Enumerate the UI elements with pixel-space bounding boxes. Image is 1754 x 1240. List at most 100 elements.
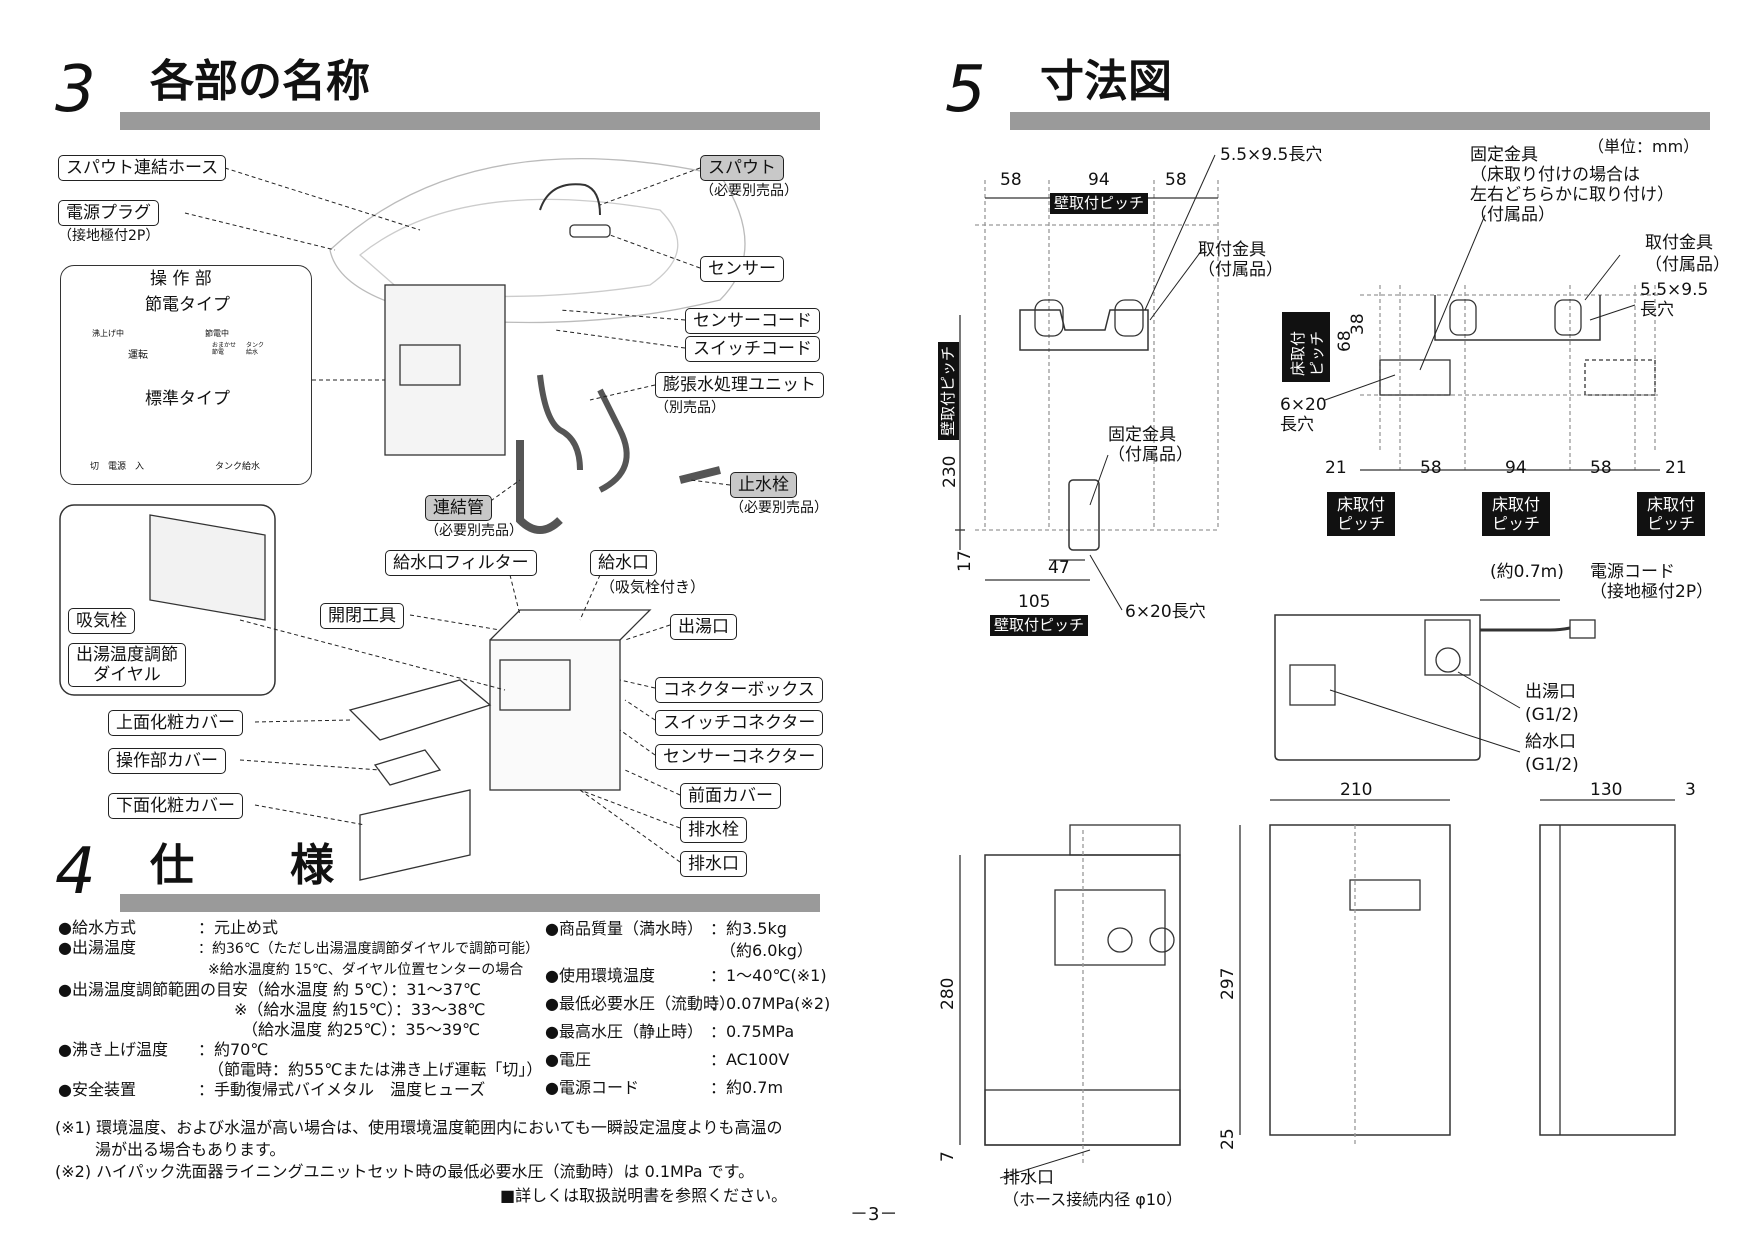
label-top-cover: 上面化粧カバー [108,710,243,736]
spec-row: ※給水温度約 15℃、ダイヤル位置センターの場合 [208,962,524,978]
label-sensor: センサー [700,256,784,282]
dim-7: 7 [938,1151,958,1162]
label-connector-box: コネクターボックス [655,677,823,703]
dim-bracket-included: （付属品） [1198,260,1283,280]
dim-17: 17 [955,550,975,572]
label-expansion-unit: 膨張水処理ユニット [655,372,824,398]
dim-fix-bracket: 固定金具 [1108,425,1176,445]
note-water-inlet: （吸気栓付き） [600,578,706,596]
dim-hole-5x9b-label: 長穴 [1640,300,1674,320]
tag-floor-pitch-v-b: ピッチ [1308,330,1326,376]
spec-row: （節電時：約55℃または沸き上げ運転「切」） [208,1060,543,1079]
label-drain-plug: 排水栓 [680,817,747,843]
spec-row: ●出湯温度：約36℃（ただし出湯温度調節ダイヤルで調節可能） [58,938,540,957]
eco-label-auto: おまかせ節電 [212,342,237,356]
dim-210: 210 [1340,780,1373,800]
dim-hot-outlet-size: (G1/2) [1525,705,1579,725]
eco-label-heating: 沸上げ中 [92,329,124,338]
section-3-number: 3 [55,53,96,127]
label-stop-valve: 止水栓 [730,472,797,498]
page-number: －3－ [850,1204,898,1225]
section-4-title-b: 様 [290,840,334,891]
spec-row: （給水温度 約25℃）：35～39℃ [58,1020,481,1039]
section-5-bar [1010,112,1710,130]
dim-bracket: 取付金具 [1198,240,1266,260]
spec-row: ●最高水圧（静止時）：0.75MPa [545,1022,795,1041]
spec-row: ●給水方式：元止め式 [58,918,279,937]
unit-label: （単位：mm） [1588,137,1700,156]
dim-hole-5x9b: 5.5×9.5 [1640,280,1709,300]
dim-bracket-2-included: （付属品） [1645,255,1730,275]
tag-floor-pitch-v-a: 床取付 [1289,330,1307,376]
dim-cord-length: (約0.7m) [1490,562,1564,582]
label-power-plug: 電源プラグ [58,200,159,226]
dim-47: 47 [1048,558,1070,578]
tag-floor-pitch-vertical: 床取付 ピッチ [1282,312,1330,382]
dim-hole-5x9: 5.5×9.5長穴 [1220,145,1323,165]
dim-94-b: 94 [1505,458,1527,478]
dim-hole-6x20b-label: 長穴 [1280,415,1314,435]
section-5-number: 5 [945,53,986,127]
dim-hole-6x20b: 6×20 [1280,395,1327,415]
std-label-tank: タンク給水 [215,462,261,472]
dim-21-left: 21 [1325,458,1347,478]
footnote-1a: (※1) 環境温度、および水温が高い場合は、使用環境温度範囲内においても一瞬設定… [55,1118,783,1137]
spec-row: ●安全装置：手動復帰式バイメタル 温度ヒューズ [58,1080,486,1099]
label-open-tool: 開閉工具 [320,603,404,629]
dim-58-left: 58 [1000,170,1022,190]
label-intake-plug: 吸気栓 [68,608,135,634]
spec-row: ●電源コード：約0.7m [545,1078,784,1097]
label-temp-dial-line1: 出湯温度調節 [76,645,178,665]
dim-power-cord-note: （接地極付2P） [1590,582,1714,602]
spec-row: ●最低必要水圧（流動時）：0.07MPa(※2) [545,994,831,1013]
spec-list-right: ●商品質量（満水時）：約3.5kg （約6.0kg） ●使用環境温度：1～40℃… [545,918,845,1102]
reference-note: ■詳しくは取扱説明書を参照ください。 [500,1186,788,1205]
dim-21-right: 21 [1665,458,1687,478]
section-3-title: 各部の名称 [150,56,370,107]
eco-label-saving: 節電中 [205,329,229,338]
dim-280: 280 [938,977,958,1010]
fix-note-line3: 左右どちらかに取り付け） [1470,185,1674,205]
eco-label-tank: タンク給水 [246,342,265,356]
op-panel-eco-type: 節電タイプ [145,295,230,315]
label-sensor-cord: センサーコード [685,308,820,334]
footnote-1b: 湯が出る場合もあります。 [95,1140,286,1159]
op-panel-std-type: 標準タイプ [145,389,230,409]
eco-label-run: 運転 [128,350,148,361]
tag-wall-pitch-top: 壁取付ピッチ [1050,193,1149,214]
fix-note-line4: （付属品） [1470,205,1555,225]
dim-bracket-2: 取付金具 [1645,233,1713,253]
spec-row: ●商品質量（満水時）：約3.5kg [545,919,787,938]
label-bottom-cover: 下面化粧カバー [108,793,243,819]
footnote-2: (※2) ハイパック洗面器ライニングユニットセット時の最低必要水圧（流動時）は … [55,1162,755,1181]
section-4-number: 4 [55,835,96,909]
dim-drain: 排水口 [1003,1168,1054,1188]
dim-58-b-left: 58 [1420,458,1442,478]
note-expansion-unit: （別売品） [655,400,725,416]
dim-water-inlet: 給水口 [1525,732,1576,752]
label-op-cover: 操作部カバー [108,748,226,774]
note-spout: （必要別売品） [700,183,798,199]
label-spout-hose: スパウト連結ホース [58,155,227,181]
label-hot-outlet: 出湯口 [670,614,737,640]
dim-105: 105 [1018,592,1051,612]
dim-58-b-right: 58 [1590,458,1612,478]
label-front-cover: 前面カバー [680,783,781,809]
fix-note-title: 固定金具 [1470,145,1538,165]
tag-wall-pitch-bottom: 壁取付ピッチ [990,615,1089,636]
operation-panel-box [60,265,312,485]
label-temp-dial-line2: ダイヤル [93,665,161,685]
note-power-plug: （接地極付2P） [58,228,160,244]
label-water-inlet: 給水口 [590,550,657,576]
dim-230: 230 [940,455,960,488]
dim-power-cord: 電源コード [1590,562,1675,582]
section-4-title-a: 仕 [150,840,194,891]
fix-note-line2: （床取り付けの場合は [1470,165,1640,185]
label-drain-outlet: 排水口 [680,851,747,877]
spec-row: ●出湯温度調節範囲の目安（給水温度 約 5℃）：31～37℃ [58,980,481,999]
tag-wall-pitch-vertical: 壁取付ピッチ [938,341,959,440]
section-5-title: 寸法図 [1040,56,1172,107]
tag-floor-pitch-right: 床取付ピッチ [1637,492,1705,536]
dim-58-right: 58 [1165,170,1187,190]
